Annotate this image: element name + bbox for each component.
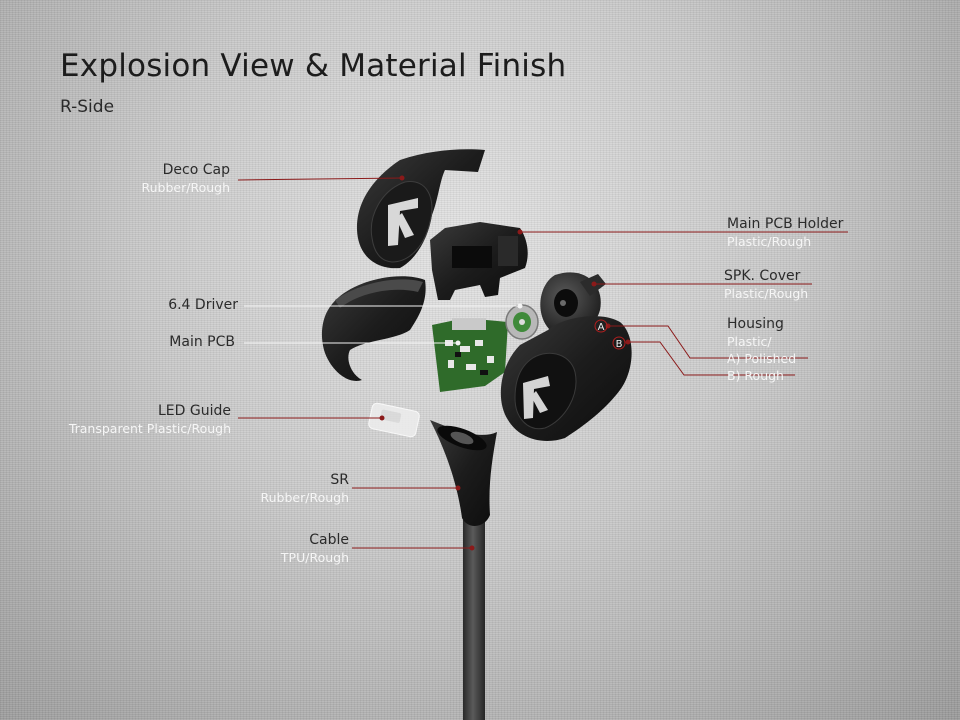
main-pcb-name: Main PCB [169,334,235,351]
driver-part [506,305,538,339]
main-pcb-holder-part [430,222,528,300]
main-pcb-holder-material: Plastic/Rough [727,233,843,250]
deco-cap-name: Deco Cap [141,162,230,179]
cable-material: TPU/Rough [281,549,349,566]
housing-name: Housing [727,316,796,333]
label-sr: SR Rubber/Rough [260,472,349,506]
sr-name: SR [260,472,349,489]
sr-material: Rubber/Rough [260,489,349,506]
housing-marker-a-text: A [598,322,605,333]
spk-cover-material: Plastic/Rough [724,285,808,302]
led-guide-material: Transparent Plastic/Rough [69,420,231,437]
sr-part [430,420,497,526]
led-guide-part [368,402,420,437]
label-main-pcb: Main PCB [169,334,235,351]
led-guide-name: LED Guide [69,403,231,420]
main-pcb-holder-name: Main PCB Holder [727,216,843,233]
label-driver: 6.4 Driver [168,297,238,314]
main-pcb-part [432,318,508,392]
cable-name: Cable [281,532,349,549]
housing-finish-b: B) Rough [727,367,796,384]
housing-material: Plastic/ [727,333,796,350]
housing-finish-a: A) Polished [727,350,796,367]
label-deco-cap: Deco Cap Rubber/Rough [141,162,230,196]
label-housing: Housing Plastic/ A) Polished B) Rough [727,316,796,384]
label-spk-cover: SPK. Cover Plastic/Rough [724,268,808,302]
label-cable: Cable TPU/Rough [281,532,349,566]
deco-cap-material: Rubber/Rough [141,179,230,196]
label-led-guide: LED Guide Transparent Plastic/Rough [69,403,231,437]
housing-marker-b-text: B [616,339,623,350]
cable-part [463,520,485,720]
left-shell-part [322,276,426,381]
spk-cover-name: SPK. Cover [724,268,808,285]
label-main-pcb-holder: Main PCB Holder Plastic/Rough [727,216,843,250]
driver-name: 6.4 Driver [168,297,238,314]
